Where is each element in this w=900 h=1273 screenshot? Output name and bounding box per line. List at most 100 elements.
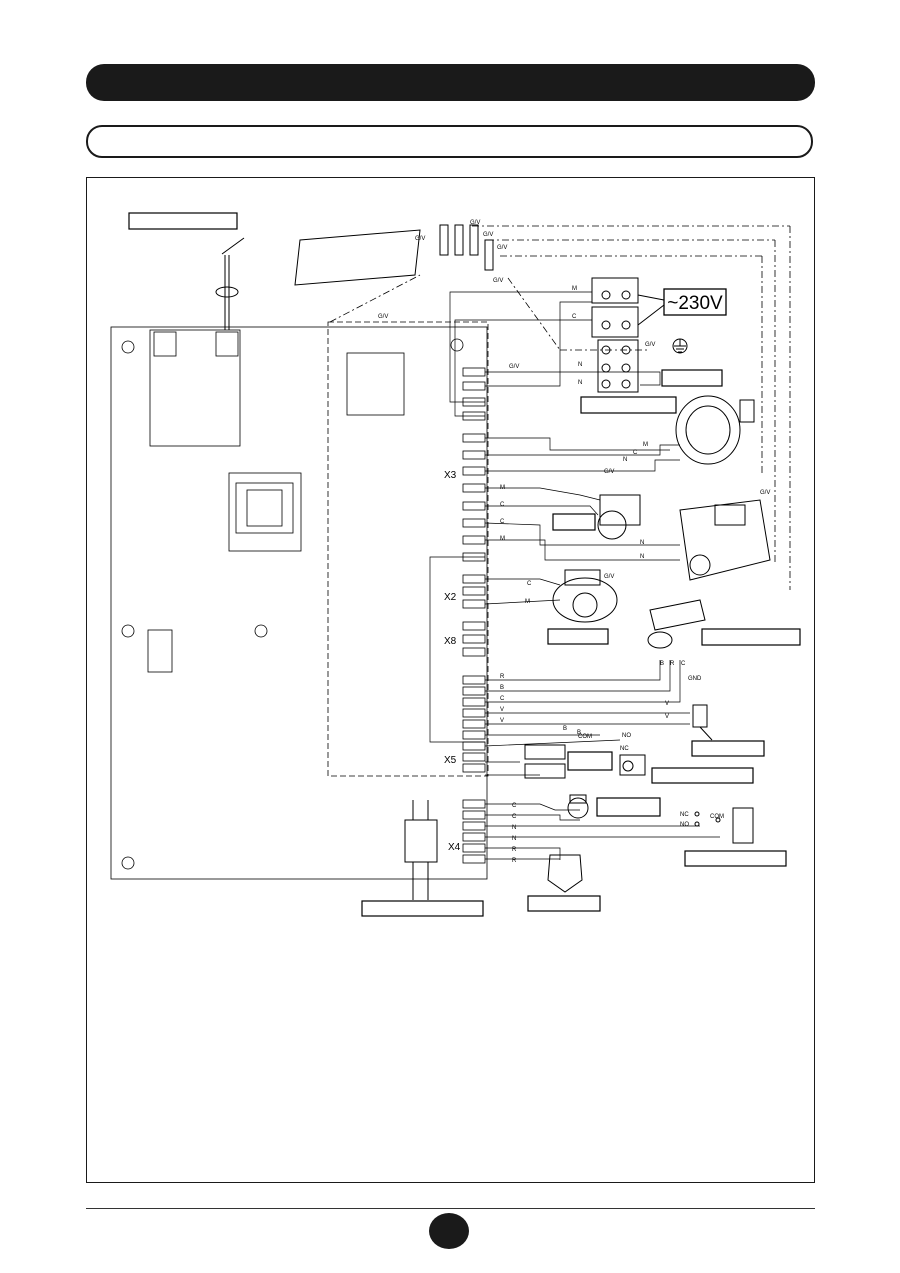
connector-x5: X5 bbox=[444, 755, 457, 766]
circulation-pump bbox=[597, 494, 641, 540]
svg-text:V: V bbox=[665, 714, 669, 720]
section-subtitle-bar bbox=[86, 125, 813, 158]
svg-text:G/V: G/V bbox=[483, 232, 493, 238]
fuse-label-box bbox=[567, 751, 613, 771]
control-board bbox=[110, 321, 489, 880]
svg-text:V: V bbox=[665, 701, 669, 707]
mount-hole bbox=[121, 624, 135, 638]
flow-sensor bbox=[647, 599, 706, 649]
connector-x2: X2 bbox=[444, 592, 457, 603]
svg-text:N: N bbox=[623, 457, 627, 463]
svg-text:M: M bbox=[525, 599, 530, 605]
svg-text:G/V: G/V bbox=[378, 314, 388, 320]
transformer bbox=[228, 472, 302, 552]
section-title-bar bbox=[86, 64, 815, 101]
svg-text:G/V: G/V bbox=[645, 342, 655, 348]
connector-x4: X4 bbox=[448, 842, 461, 853]
ground-icon bbox=[672, 338, 688, 354]
svg-text:G/V: G/V bbox=[497, 245, 507, 251]
mount-hole bbox=[450, 338, 464, 352]
fan-blower bbox=[552, 569, 618, 623]
svg-text:C: C bbox=[681, 661, 686, 667]
power-plug bbox=[404, 800, 438, 900]
svg-text:G/V: G/V bbox=[760, 490, 770, 496]
svg-text:C: C bbox=[633, 450, 638, 456]
wiring-diagram-frame bbox=[86, 177, 815, 1183]
svg-text:COM: COM bbox=[578, 734, 592, 740]
svg-text:NC: NC bbox=[680, 812, 689, 818]
connector-zone bbox=[327, 321, 489, 777]
svg-text:G/V: G/V bbox=[509, 364, 519, 370]
svg-text:B: B bbox=[500, 685, 504, 691]
relay-block bbox=[149, 329, 241, 447]
svg-text:C: C bbox=[527, 581, 532, 587]
power-cord-label-box bbox=[361, 900, 484, 917]
footer-rule bbox=[86, 1208, 815, 1209]
pressure-switch bbox=[619, 754, 646, 776]
svg-text:R: R bbox=[512, 847, 517, 853]
mount-hole bbox=[121, 856, 135, 870]
supply-label-box bbox=[663, 288, 727, 316]
svg-text:N: N bbox=[640, 540, 644, 546]
svg-text:B: B bbox=[660, 661, 664, 667]
svg-text:NO: NO bbox=[680, 822, 689, 828]
overheat-thermostat bbox=[567, 794, 589, 819]
thermostat-label-box bbox=[596, 797, 661, 817]
wiring bbox=[429, 291, 720, 860]
svg-text:C: C bbox=[512, 803, 517, 809]
svg-text:C: C bbox=[572, 314, 577, 320]
wire-labels: G/V G/V G/V G/V G/V G/V G/V G/V G/V G/V … bbox=[378, 220, 770, 864]
svg-text:N: N bbox=[512, 836, 516, 842]
terminal-block bbox=[591, 277, 727, 393]
svg-text:NO: NO bbox=[622, 733, 631, 739]
mount-hole bbox=[121, 340, 135, 354]
svg-text:M: M bbox=[643, 442, 648, 448]
svg-text:C: C bbox=[512, 814, 517, 820]
limit-thermostat bbox=[547, 854, 583, 893]
svg-text:NC: NC bbox=[620, 746, 629, 752]
connector-x3: X3 bbox=[444, 470, 457, 481]
svg-text:B: B bbox=[563, 726, 567, 732]
room-thermostat-label-box bbox=[684, 850, 787, 867]
fan-motor bbox=[675, 395, 755, 465]
svg-text:R: R bbox=[670, 661, 675, 667]
svg-text:C: C bbox=[500, 519, 505, 525]
supply-terminal-label-box bbox=[661, 369, 723, 387]
pressure-switch-label-box bbox=[651, 767, 754, 784]
gas-valve bbox=[679, 499, 771, 581]
ignition-electrode bbox=[128, 212, 245, 330]
svg-text:G/V: G/V bbox=[604, 469, 614, 475]
svg-text:N: N bbox=[512, 825, 516, 831]
page-number-badge bbox=[429, 1213, 469, 1249]
svg-text:G/V: G/V bbox=[470, 220, 480, 226]
svg-text:M: M bbox=[500, 485, 505, 491]
ntc-label-box bbox=[691, 740, 765, 757]
svg-text:G/V: G/V bbox=[415, 236, 425, 242]
svg-text:COM: COM bbox=[710, 814, 724, 820]
microcontroller bbox=[346, 352, 405, 416]
fuse-block bbox=[524, 744, 566, 779]
svg-text:M: M bbox=[572, 286, 577, 292]
svg-text:N: N bbox=[578, 362, 582, 368]
electrode-label-box bbox=[128, 212, 238, 230]
svg-text:V: V bbox=[500, 718, 504, 724]
svg-text:N: N bbox=[640, 554, 644, 560]
earth-wiring bbox=[329, 225, 791, 590]
limit-thermostat-label-box bbox=[527, 895, 601, 912]
svg-text:N: N bbox=[578, 380, 582, 386]
svg-text:R: R bbox=[500, 674, 505, 680]
connector-x8: X8 bbox=[444, 636, 457, 647]
flow-sensor-label-box bbox=[701, 628, 801, 646]
earth-bracket bbox=[294, 224, 494, 286]
pump-label-box bbox=[552, 513, 596, 531]
blower-label-box bbox=[547, 628, 609, 645]
svg-text:GND: GND bbox=[688, 676, 702, 682]
fan-label-box bbox=[580, 396, 677, 414]
svg-text:R: R bbox=[512, 858, 517, 864]
svg-text:B: B bbox=[577, 730, 581, 736]
room-thermostat bbox=[694, 807, 754, 844]
svg-text:G/V: G/V bbox=[604, 574, 614, 580]
svg-text:G/V: G/V bbox=[493, 278, 503, 284]
svg-text:V: V bbox=[500, 707, 504, 713]
